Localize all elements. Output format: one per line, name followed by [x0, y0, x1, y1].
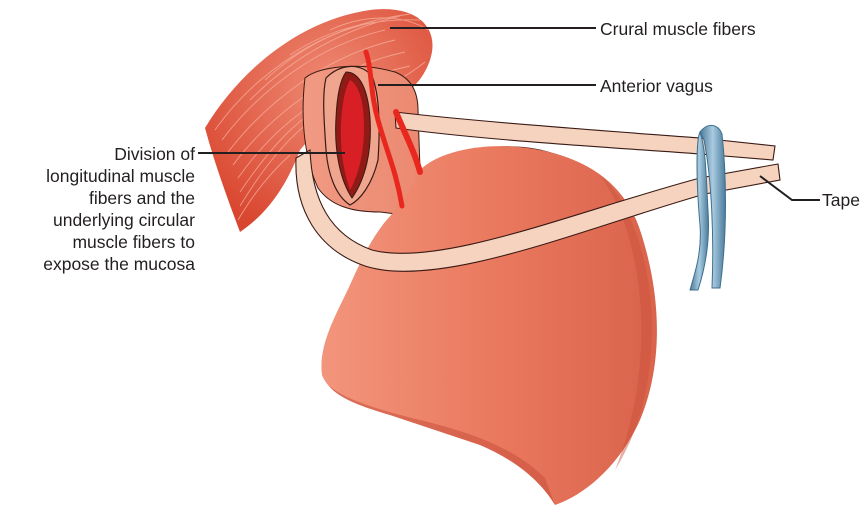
label-division-line: muscle fibers to: [43, 231, 195, 253]
label-division-line: fibers and the: [43, 187, 195, 209]
label-division-line: Division of: [43, 143, 195, 165]
label-anterior-vagus: Anterior vagus: [600, 75, 713, 97]
label-crural-muscle-fibers: Crural muscle fibers: [600, 18, 756, 40]
label-division-line: longitudinal muscle: [43, 165, 195, 187]
label-division-of-muscle-fibers: Division of longitudinal muscle fibers a…: [43, 143, 195, 275]
label-division-line: underlying circular: [43, 209, 195, 231]
label-tape: Tape: [822, 189, 860, 211]
label-division-line: expose the mucosa: [43, 253, 195, 275]
